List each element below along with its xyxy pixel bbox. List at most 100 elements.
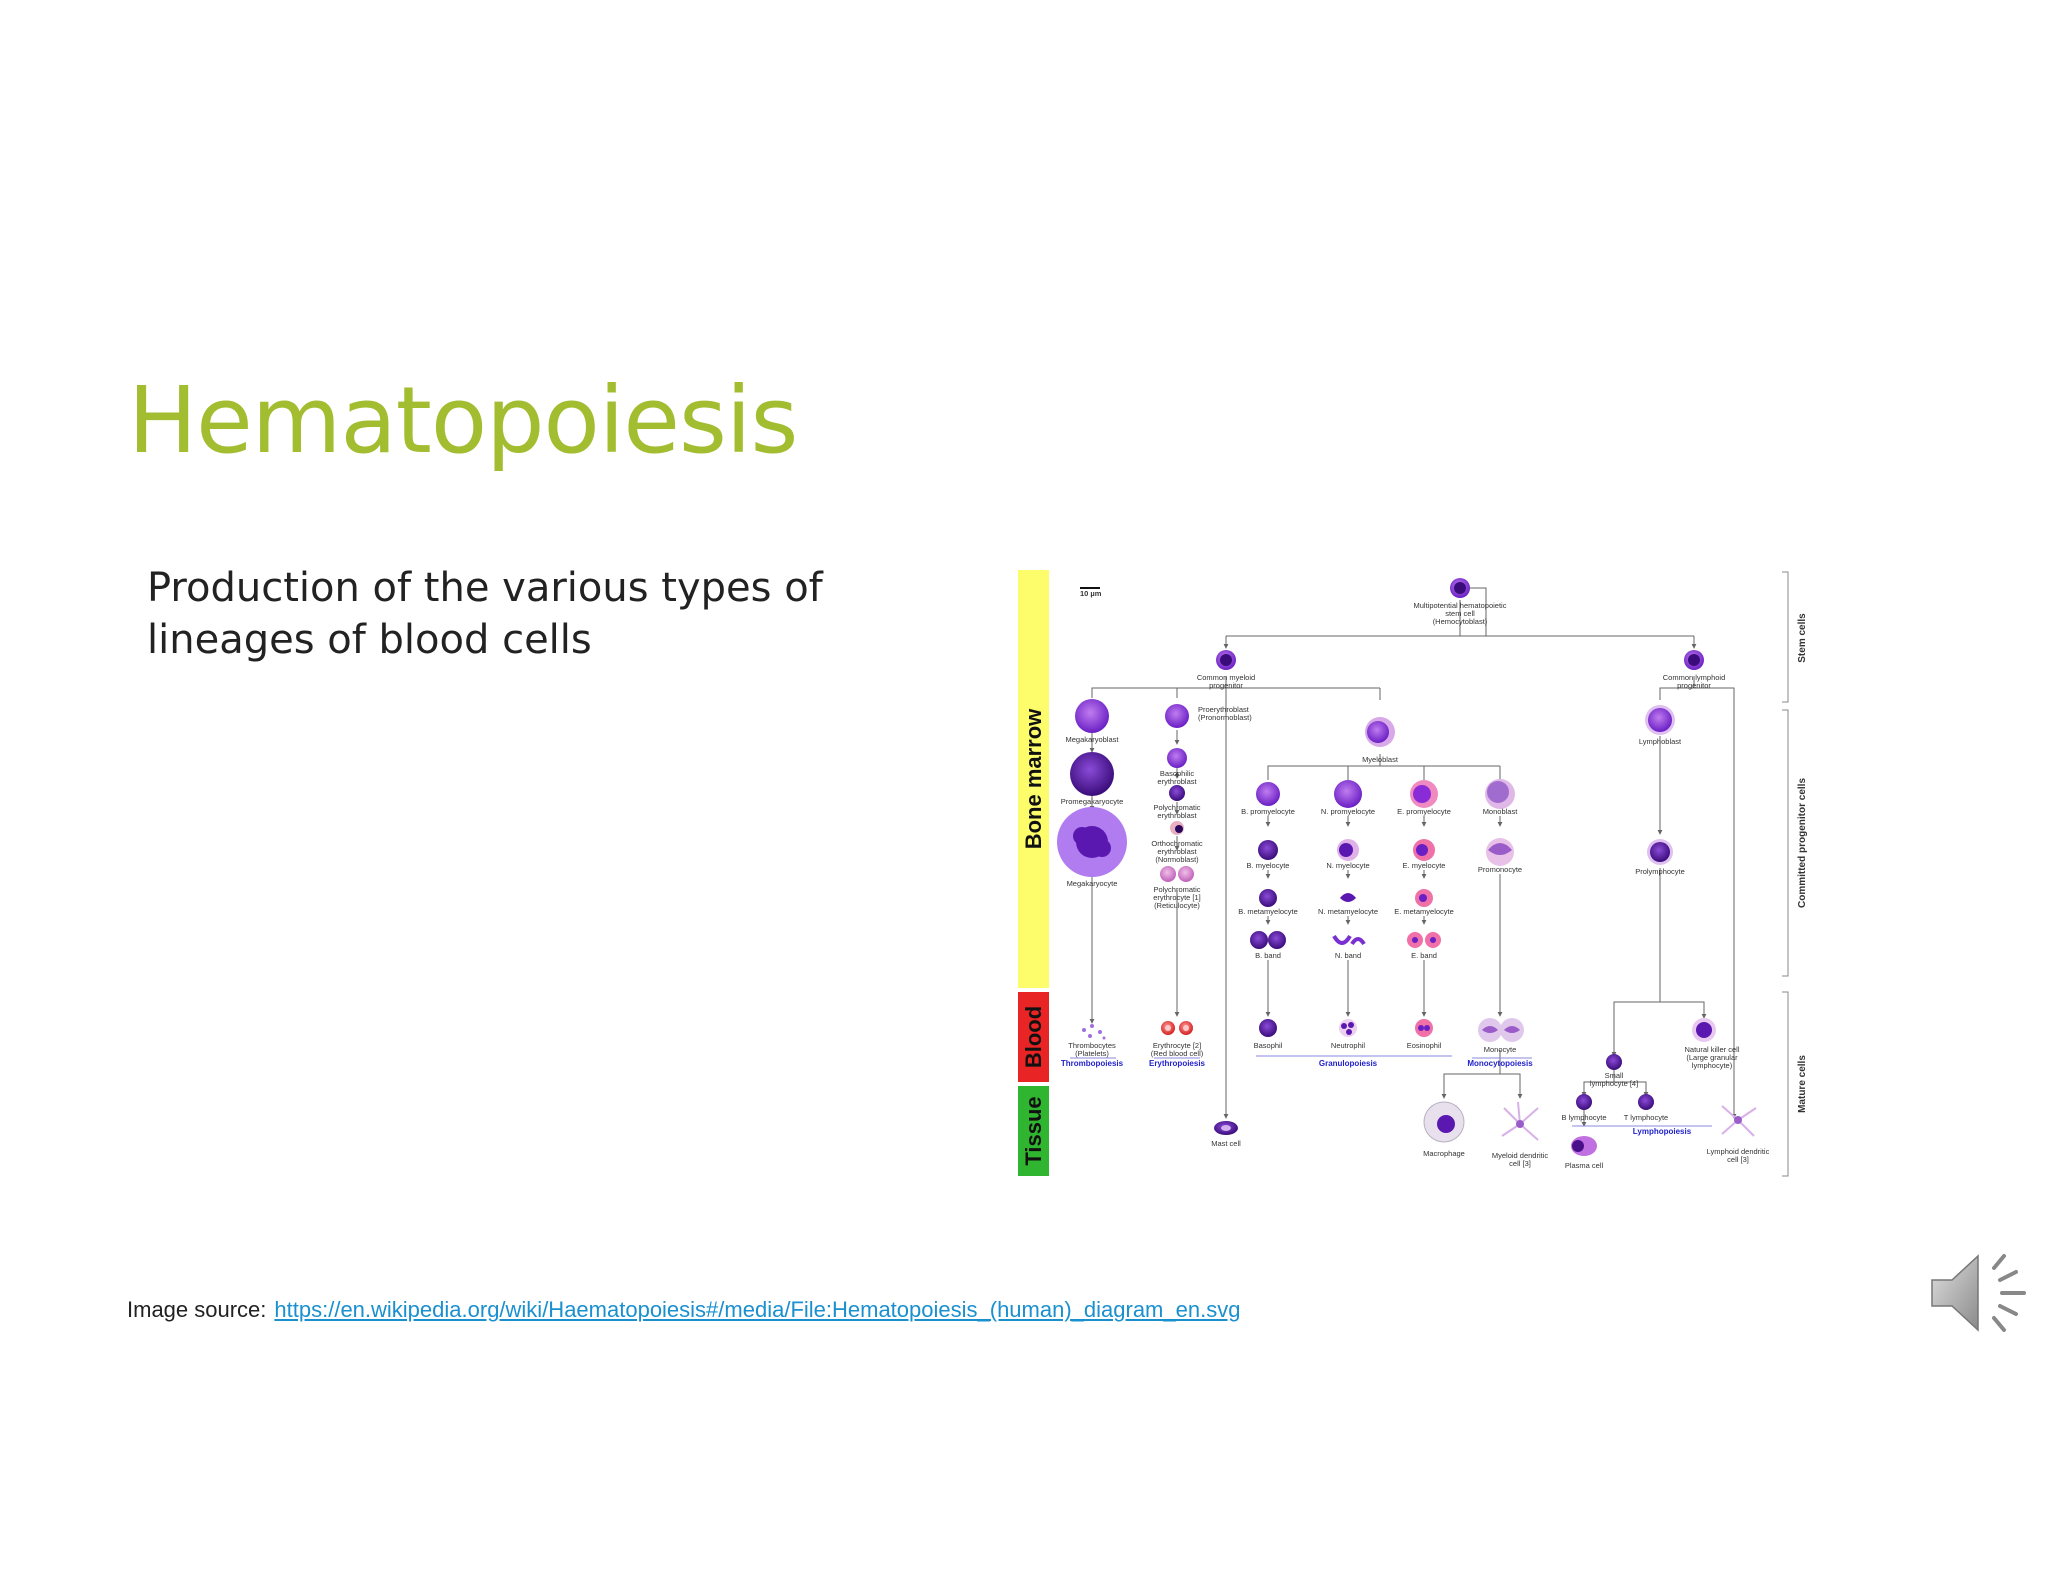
cell-label-myeloblast: Myeloblast: [1362, 755, 1399, 764]
cell-label-small-lymphocyte: lymphocyte [4]: [1590, 1079, 1638, 1088]
cell-myeloid-dendritic: [1501, 1101, 1539, 1141]
cell-mast-cell: [1214, 1121, 1238, 1135]
cell-b-promyelocyte: [1256, 782, 1280, 806]
cell-t-lymphocyte: [1638, 1094, 1654, 1110]
cell-label-natural-killer: Natural killer cell: [1684, 1045, 1739, 1054]
cell-label-lymphoid-dendritic: Lymphoid dendritic: [1707, 1147, 1770, 1156]
cell-label-b-metamyelocyte: B. metamyelocyte: [1238, 907, 1298, 916]
cell-label-natural-killer: lymphocyte): [1692, 1061, 1733, 1070]
cell-label-e-promyelocyte: E. promyelocyte: [1397, 807, 1451, 816]
cell-label-cmp: progenitor: [1209, 681, 1243, 690]
cell-label-macrophage: Macrophage: [1423, 1149, 1465, 1158]
cell-label-e-metamyelocyte: E. metamyelocyte: [1394, 907, 1454, 916]
cell-cmp: [1216, 650, 1236, 670]
cell-label-stem: Multipotential hematopoietic: [1414, 601, 1507, 610]
process-thrombopoiesis: Thrombopoiesis: [1061, 1059, 1124, 1068]
cell-natural-killer: [1692, 1018, 1716, 1042]
cell-label-orthochromatic-erythroblast: Orthochromatic: [1151, 839, 1203, 848]
cell-megakaryocyte: [1057, 807, 1127, 877]
cell-label-megakaryoblast: Megakaryoblast: [1066, 735, 1120, 744]
cell-megakaryoblast: [1075, 699, 1109, 733]
blood-label: Blood: [1021, 1006, 1046, 1068]
cell-plasma-cell: [1571, 1136, 1597, 1156]
stem-cells-label: Stem cells: [1797, 613, 1808, 663]
cell-label-small-lymphocyte: Small: [1605, 1071, 1624, 1080]
cell-label-clp: progenitor: [1677, 681, 1711, 690]
committed-cells-label: Committed progenitor cells: [1797, 778, 1808, 908]
cell-basophilic-erythroblast: [1167, 748, 1187, 768]
cell-label-erythrocyte: Erythrocyte [2]: [1153, 1041, 1201, 1050]
cell-label-lymphoblast: Lymphoblast: [1639, 737, 1682, 746]
cell-label-eosinophil: Eosinophil: [1407, 1041, 1442, 1050]
cell-label-b-myelocyte: B. myelocyte: [1247, 861, 1290, 870]
tissue-label: Tissue: [1021, 1096, 1046, 1165]
cell-n-metamyelocyte: [1340, 893, 1356, 902]
cell-label-proerythroblast: (Pronormoblast): [1198, 713, 1252, 722]
connectors: [1089, 587, 1737, 1127]
image-source-link[interactable]: https://en.wikipedia.org/wiki/Haematopoi…: [274, 1297, 1241, 1322]
image-source: Image source:https://en.wikipedia.org/wi…: [127, 1297, 1240, 1323]
cell-label-n-myelocyte: N. myelocyte: [1326, 861, 1369, 870]
cell-eosinophil: [1415, 1019, 1433, 1037]
cell-label-n-metamyelocyte: N. metamyelocyte: [1318, 907, 1378, 916]
cell-b-lymphocyte: [1576, 1094, 1592, 1110]
cell-b-metamyelocyte: [1259, 889, 1277, 907]
cell-label-cmp: Common myeloid: [1197, 673, 1255, 682]
cell-neutrophil: [1339, 1019, 1357, 1037]
cell-stem: [1450, 578, 1470, 598]
cell-label-reticulocyte: Polychromatic: [1153, 885, 1200, 894]
cell-label-basophilic-erythroblast: erythroblast: [1157, 777, 1197, 786]
scale-bar-label: 10 µm: [1080, 589, 1102, 598]
cell-label-basophil: Basophil: [1254, 1041, 1283, 1050]
process-erythropoiesis: Erythropoiesis: [1149, 1059, 1206, 1068]
cell-label-n-band: N. band: [1335, 951, 1361, 960]
cell-label-orthochromatic-erythroblast: (Normoblast): [1155, 855, 1199, 864]
cell-b-myelocyte: [1258, 840, 1278, 860]
cell-label-neutrophil: Neutrophil: [1331, 1041, 1366, 1050]
process-monocytopoiesis: Monocytopoiesis: [1467, 1059, 1533, 1068]
cell-thrombocytes: [1082, 1024, 1106, 1040]
cell-n-band: [1332, 934, 1352, 945]
cell-label-proerythroblast: Proerythroblast: [1198, 705, 1250, 714]
cell-macrophage: [1423, 1101, 1465, 1143]
cell-erythrocyte: [1161, 1021, 1193, 1035]
bone-marrow-zone: [1018, 570, 1049, 988]
speaker-icon[interactable]: [1928, 1248, 2032, 1338]
cell-label-stem: (Hemocytoblast): [1433, 617, 1488, 626]
hematopoiesis-diagram: Bone marrow Blood Tissue 10 µm Stem cell…: [1018, 570, 1808, 1177]
cell-n-myelocyte: [1337, 839, 1359, 861]
cell-promegakaryocyte: [1070, 752, 1114, 796]
cell-n-band: [1350, 937, 1366, 946]
cell-label-monocyte: Monocyte: [1484, 1045, 1517, 1054]
cell-orthochromatic-erythroblast: [1170, 821, 1184, 835]
tissue-zone: [1018, 1086, 1049, 1176]
cell-b-band: [1268, 931, 1286, 949]
cell-label-polychromatic-erythroblast: Polychromatic: [1153, 803, 1200, 812]
cell-e-promyelocyte: [1410, 780, 1438, 808]
committed-bracket: [1782, 709, 1789, 977]
cell-label-myeloid-dendritic: cell [3]: [1509, 1159, 1531, 1168]
cell-label-prolymphocyte: Prolymphocyte: [1635, 867, 1685, 876]
cell-label-n-promyelocyte: N. promyelocyte: [1321, 807, 1375, 816]
cell-label-promonocyte: Promonocyte: [1478, 865, 1522, 874]
cell-label-b-promyelocyte: B. promyelocyte: [1241, 807, 1295, 816]
mature-cells-label: Mature cells: [1797, 1055, 1808, 1113]
cell-label-natural-killer: (Large granular: [1686, 1053, 1738, 1062]
slide-title: Hematopoiesis: [128, 367, 798, 474]
cell-label-basophilic-erythroblast: Basophilic: [1160, 769, 1194, 778]
cell-label-polychromatic-erythroblast: erythroblast: [1157, 811, 1197, 820]
cell-label-erythrocyte: (Red blood cell): [1151, 1049, 1204, 1058]
cell-label-lymphoid-dendritic: cell [3]: [1727, 1155, 1749, 1164]
cell-label-orthochromatic-erythroblast: erythroblast: [1157, 847, 1197, 856]
cell-label-monoblast: Monoblast: [1483, 807, 1519, 816]
cell-small-lymphocyte: [1606, 1054, 1622, 1070]
cell-basophil: [1259, 1019, 1277, 1037]
cell-label-mast-cell: Mast cell: [1211, 1139, 1241, 1148]
cell-label-promegakaryocyte: Promegakaryocyte: [1061, 797, 1124, 806]
cell-e-myelocyte: [1413, 839, 1435, 861]
cell-label-t-lymphocyte: T lymphocyte: [1624, 1113, 1668, 1122]
cell-polychromatic-erythroblast: [1169, 785, 1185, 801]
cell-proerythroblast: [1165, 704, 1189, 728]
cell-label-clp: Common lymphoid: [1663, 673, 1726, 682]
cell-lymphoid-dendritic: [1721, 1105, 1757, 1137]
